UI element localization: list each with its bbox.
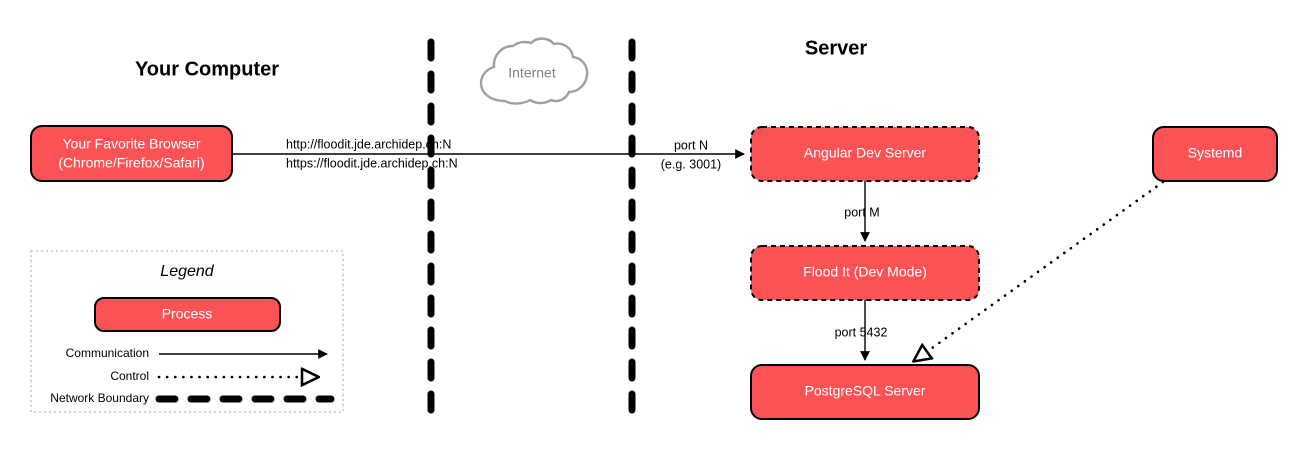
process-flood-it-box[interactable] — [750, 245, 980, 301]
process-postgresql-server[interactable]: PostgreSQL Server — [750, 364, 980, 420]
legend-row-communication-label: Communication — [66, 346, 149, 360]
process-browser-box[interactable] — [30, 125, 233, 182]
process-systemd[interactable]: Systemd — [1152, 126, 1278, 182]
legend-process-box — [94, 297, 281, 332]
internet-cloud-label: Internet — [508, 65, 556, 81]
edge-port-n-label-line1: port N — [674, 138, 708, 152]
process-systemd-label: Systemd — [1188, 145, 1242, 161]
process-browser-label-line2: (Chrome/Firefox/Safari) — [58, 155, 204, 171]
legend-border — [30, 250, 344, 413]
legend: Legend Process Communication Control Net… — [30, 250, 344, 413]
legend-process-sample: Process — [94, 297, 281, 332]
server-zone-title: Server — [805, 37, 867, 59]
process-angular-dev-server-box[interactable] — [750, 126, 980, 182]
legend-row-communication: Communication — [66, 346, 328, 360]
process-browser-label-line1: Your Favorite Browser — [63, 136, 201, 152]
legend-row-control-label: Control — [110, 369, 149, 383]
edge-port-5432-label: port 5432 — [835, 325, 888, 339]
edge-port-n-label-line2: (e.g. 3001) — [661, 157, 721, 171]
legend-row-network-boundary: Network Boundary — [50, 391, 335, 405]
legend-row-control: Control — [110, 369, 318, 383]
process-flood-it[interactable]: Flood It (Dev Mode) — [750, 245, 980, 301]
process-browser[interactable]: Your Favorite Browser (Chrome/Firefox/Sa… — [30, 125, 233, 182]
edge-port-m-label: port M — [844, 205, 879, 219]
edge-systemd-to-postgres-control — [914, 180, 1165, 361]
legend-row-network-boundary-label: Network Boundary — [50, 391, 149, 405]
process-flood-it-label: Flood It (Dev Mode) — [803, 264, 927, 280]
process-angular-dev-server-label: Angular Dev Server — [804, 145, 927, 161]
client-zone-title: Your Computer — [135, 58, 279, 80]
edge-url-http-label: http://floodit.jde.archidep.ch:N — [286, 137, 451, 151]
legend-title: Legend — [160, 263, 214, 280]
process-angular-dev-server[interactable]: Angular Dev Server — [750, 126, 980, 182]
legend-process-label: Process — [162, 306, 213, 322]
internet-cloud: Internet — [479, 37, 589, 105]
edge-url-https-label: https://floodit.jde.archidep.ch:N — [286, 156, 458, 170]
process-postgresql-server-box[interactable] — [750, 364, 980, 420]
process-systemd-box[interactable] — [1152, 126, 1278, 182]
process-postgresql-server-label: PostgreSQL Server — [805, 383, 926, 399]
